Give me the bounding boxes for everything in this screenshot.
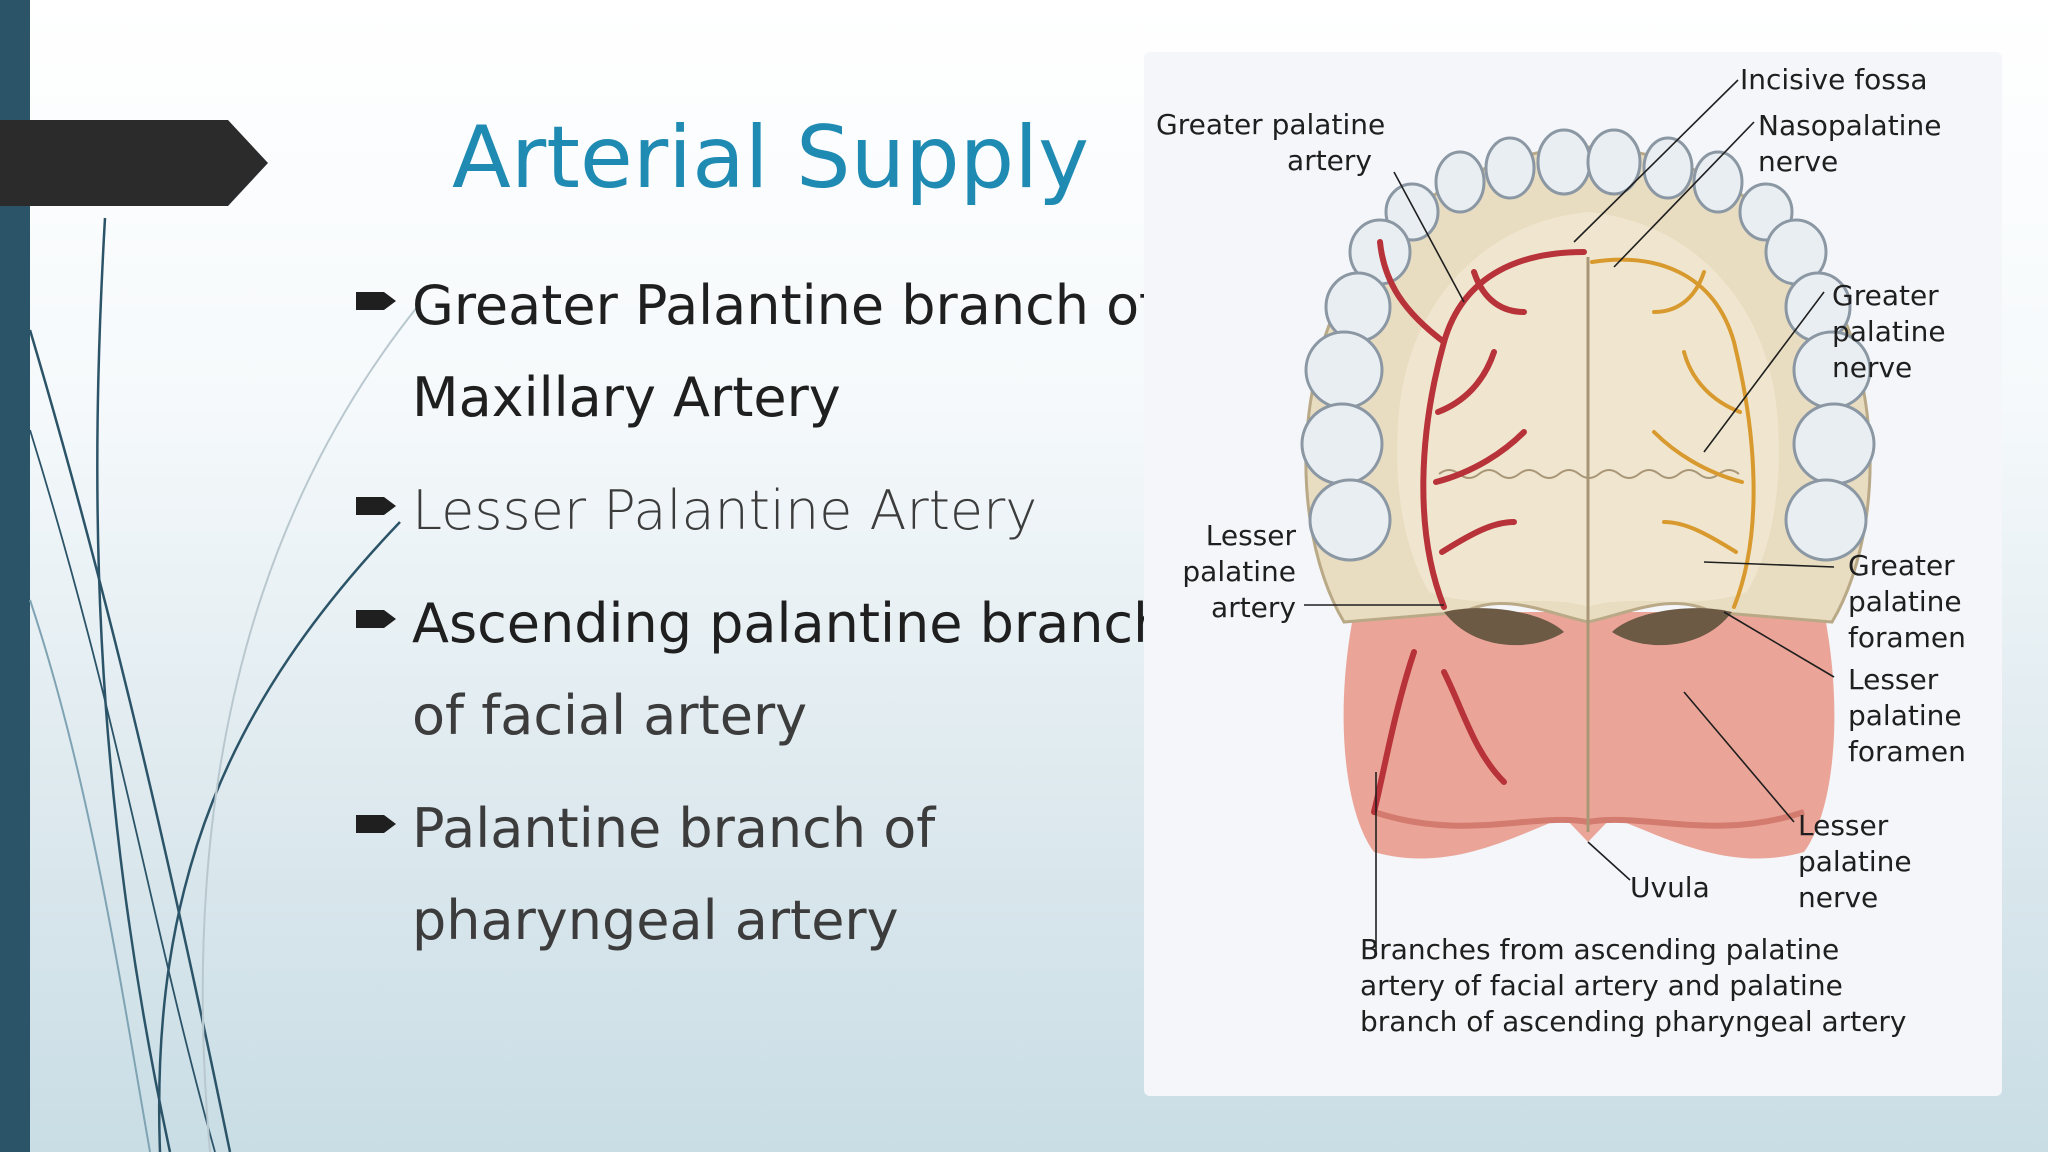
label-uvula: Uvula bbox=[1630, 870, 1710, 906]
label-lesser-palatine-nerve: Lesser palatine nerve bbox=[1798, 808, 1912, 916]
label-nasopalatine-nerve: Nasopalatine nerve bbox=[1758, 108, 1941, 180]
label-greater-palatine-nerve: Greater palatine nerve bbox=[1832, 278, 1946, 386]
bullet-line: Greater Palantine branch of bbox=[412, 274, 1159, 337]
label-line: foramen bbox=[1848, 621, 1966, 654]
arrow-bullet-icon bbox=[356, 497, 396, 515]
palate-illustration bbox=[1300, 79, 1876, 952]
label-line: Lesser bbox=[1798, 809, 1889, 842]
bullet-line: Ascending palantine branch bbox=[412, 592, 1168, 655]
label-line: nerve bbox=[1758, 145, 1839, 178]
arrow-tab-shape bbox=[0, 120, 268, 206]
label-line: palatine bbox=[1848, 699, 1962, 732]
arrow-bullet-icon bbox=[356, 292, 396, 310]
arrow-bullet-icon bbox=[356, 610, 396, 628]
label-line: Lesser bbox=[1205, 519, 1296, 552]
bullet-text: Greater Palantine branch of Maxillary Ar… bbox=[412, 260, 1158, 444]
arrow-bullet-icon bbox=[356, 815, 396, 833]
label-line: artery bbox=[1211, 591, 1296, 624]
label-line: Lesser bbox=[1848, 663, 1939, 696]
label-line: palatine bbox=[1832, 315, 1946, 348]
label-line: branch of ascending pharyngeal artery bbox=[1360, 1005, 1907, 1038]
label-line: nerve bbox=[1832, 351, 1913, 384]
label-line: Incisive fossa bbox=[1740, 63, 1928, 96]
label-incisive-fossa: Incisive fossa bbox=[1740, 62, 1928, 98]
label-line: Greater bbox=[1832, 279, 1939, 312]
label-greater-palatine-foramen: Greater palatine foramen bbox=[1848, 548, 1966, 656]
bullet-text: Ascending palantine branch of facial art… bbox=[412, 578, 1167, 762]
label-lesser-palatine-foramen: Lesser palatine foramen bbox=[1848, 662, 1966, 770]
label-line: artery bbox=[1287, 144, 1372, 177]
bullet-line: of facial artery bbox=[412, 684, 808, 747]
label-line: Branches from ascending palatine bbox=[1360, 933, 1840, 966]
label-line: foramen bbox=[1848, 735, 1966, 768]
label-line: artery of facial artery and palatine bbox=[1360, 969, 1843, 1002]
label-line: Greater palatine bbox=[1156, 108, 1386, 141]
bullet-line: pharyngeal artery bbox=[412, 889, 899, 952]
bullet-text: Palantine branch of pharyngeal artery bbox=[412, 783, 935, 967]
label-branches-caption: Branches from ascending palatine artery … bbox=[1360, 932, 1907, 1040]
label-line: Nasopalatine bbox=[1758, 109, 1942, 142]
bullet-text: Lesser Palantine Artery bbox=[412, 465, 1037, 557]
label-line: Uvula bbox=[1630, 871, 1710, 904]
decorative-swirl-lines bbox=[28, 217, 420, 1152]
bullet-line: Lesser Palantine Artery bbox=[412, 479, 1038, 542]
slide-title: Arterial Supply bbox=[452, 108, 1090, 208]
label-greater-palatine-artery: Greater palatine artery bbox=[1156, 107, 1386, 179]
bullet-line: Palantine branch of bbox=[412, 797, 936, 860]
label-lesser-palatine-artery: Lesser palatine artery bbox=[1146, 518, 1296, 626]
label-line: palatine bbox=[1798, 845, 1912, 878]
palate-anatomy-figure: Greater palatine artery Incisive fossa N… bbox=[1144, 52, 2002, 1096]
label-line: palatine bbox=[1848, 585, 1962, 618]
label-line: palatine bbox=[1182, 555, 1296, 588]
label-line: nerve bbox=[1798, 881, 1879, 914]
label-line: Greater bbox=[1848, 549, 1955, 582]
bullet-line: Maxillary Artery bbox=[412, 366, 841, 429]
